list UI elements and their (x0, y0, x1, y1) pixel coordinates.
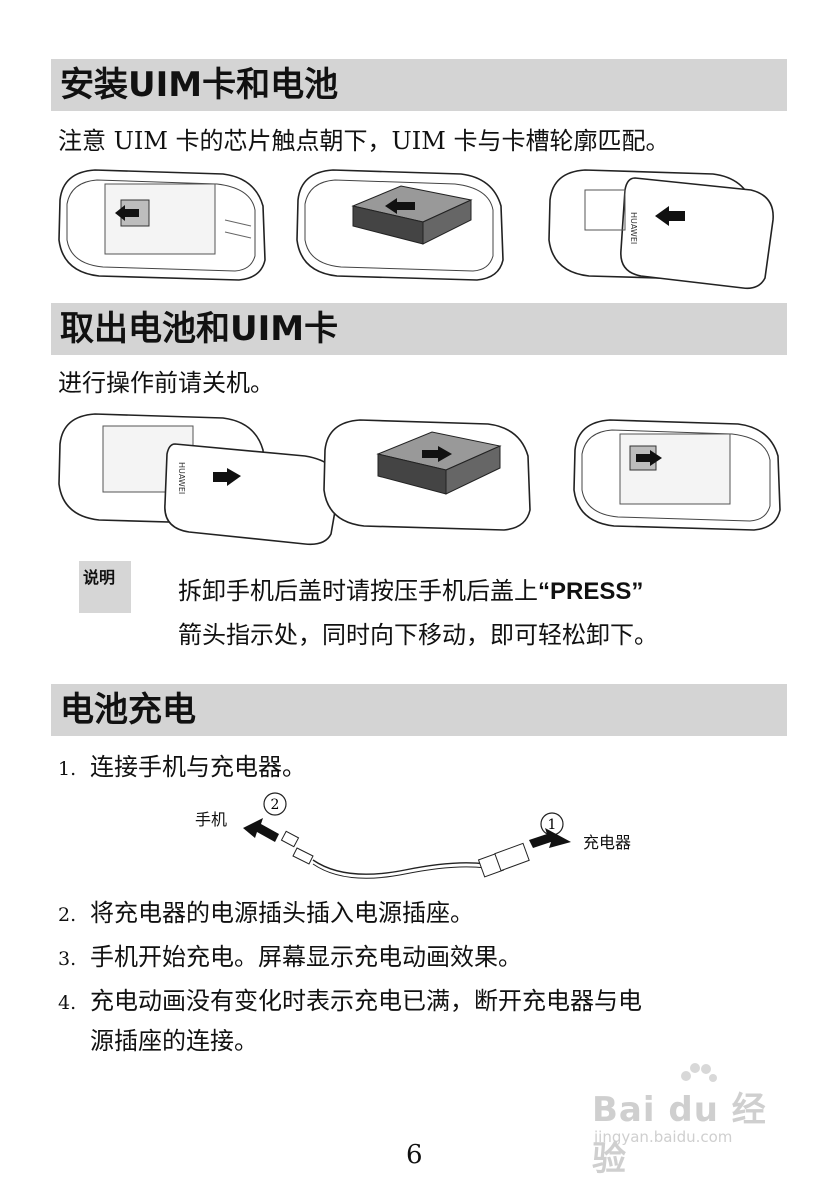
circle-2-text: 2 (271, 797, 280, 813)
step-number: 4. (58, 992, 77, 1014)
note-tag-label: 说明 (83, 568, 116, 587)
note-line-1-text: 拆卸手机后盖时请按压手机后盖上 (178, 577, 538, 605)
remove-illustrations: HUAWEI (58, 413, 781, 546)
step-number: 3. (58, 948, 77, 970)
install-illustrations: HUAWEI (58, 169, 774, 290)
section-title: 安装UIM卡和电池 (60, 65, 339, 105)
section-title: 电池充电 (60, 690, 196, 730)
circle-1-text: 1 (548, 817, 557, 833)
step-number: 2. (58, 904, 77, 926)
section-header-remove: 取出电池和UIM卡 (51, 303, 787, 355)
watermark-url: jingyan.baidu.com (594, 1128, 733, 1146)
phone-illustration-4: HUAWEI (58, 413, 340, 546)
note-press-label: “PRESS” (538, 578, 644, 605)
step-text: 充电动画没有变化时表示充电已满，断开充电器与电 (90, 987, 642, 1015)
step-text: 手机开始充电。屏幕显示充电动画效果。 (90, 943, 522, 971)
phone-illustration-5 (323, 419, 531, 531)
note-line-1: 拆卸手机后盖时请按压手机后盖上“PRESS” (178, 576, 643, 607)
charger-label: 充电器 (583, 833, 632, 852)
watermark-brand: Bai du 经验 (592, 1090, 767, 1179)
baidu-watermark: Bai du 经验 jingyan.baidu.com (592, 1062, 792, 1179)
install-instruction: 注意 UIM 卡的芯片触点朝下，UIM 卡与卡槽轮廓匹配。 (58, 127, 670, 155)
usb-plug (477, 842, 530, 878)
step-4: 4. 充电动画没有变化时表示充电已满，断开充电器与电 (58, 984, 642, 1020)
section-header-install: 安装UIM卡和电池 (51, 59, 787, 111)
section-header-charge: 电池充电 (51, 684, 787, 736)
phone-illustration-3: HUAWEI (548, 169, 774, 290)
phone-illustration-6 (573, 419, 781, 531)
step-number: 1. (58, 758, 77, 780)
page-number: 6 (406, 1140, 423, 1170)
circle-number-2: 2 (263, 792, 287, 816)
step-2: 2. 将充电器的电源插头插入电源插座。 (58, 896, 474, 932)
circle-number-1: 1 (540, 812, 564, 836)
note-line-2: 箭头指示处，同时向下移动，即可轻松卸下。 (178, 621, 658, 649)
remove-instruction: 进行操作前请关机。 (58, 369, 274, 397)
svg-text:HUAWEI: HUAWEI (177, 462, 186, 494)
phone-illustration-1 (58, 169, 266, 281)
step-4-continued: 源插座的连接。 (90, 1027, 258, 1055)
step-3: 3. 手机开始充电。屏幕显示充电动画效果。 (58, 940, 522, 976)
svg-text:HUAWEI: HUAWEI (629, 212, 638, 244)
note-tag: 说明 (79, 561, 131, 613)
paw-icon (681, 1063, 717, 1082)
phone-illustration-2 (296, 169, 504, 281)
section-title: 取出电池和UIM卡 (60, 309, 339, 349)
step-text: 连接手机与充电器。 (90, 753, 306, 781)
step-1: 1. 连接手机与充电器。 (58, 750, 306, 786)
arrow-left-icon (243, 818, 279, 842)
arrow-right-icon (529, 828, 571, 848)
charging-cable-diagram: 2 1 (243, 792, 571, 879)
phone-label: 手机 (195, 810, 228, 829)
step-text: 将充电器的电源插头插入电源插座。 (90, 899, 474, 927)
